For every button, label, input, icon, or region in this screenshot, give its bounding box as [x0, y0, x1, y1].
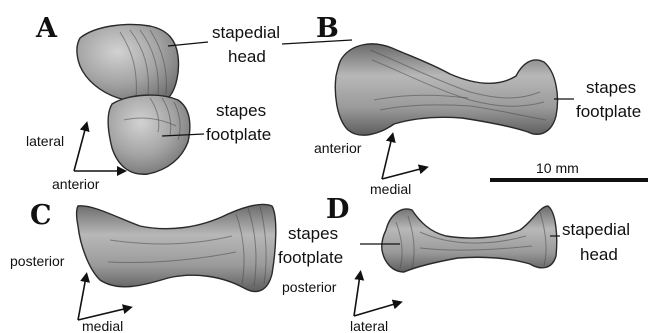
- panel-a-axis-anterior: anterior: [52, 176, 100, 192]
- panel-b-axis-medial: medial: [370, 181, 411, 197]
- panel-c-footplate-label: stapes footplate: [278, 224, 343, 267]
- panel-c-letter: C: [30, 200, 52, 231]
- panel-d-orientation-axes: posterior lateral: [282, 275, 398, 333]
- panel-c-stapes-shape: [77, 204, 276, 291]
- scale-bar-label: 10 mm: [536, 160, 579, 176]
- scale-bar-line: [490, 178, 648, 182]
- panel-d-letter: D: [326, 194, 349, 225]
- panel-b-stapes-shape: [335, 44, 557, 135]
- panel-c-axis-posterior: posterior: [10, 253, 65, 269]
- panel-a-letter: A: [35, 13, 58, 44]
- panel-c-axis-medial: medial: [82, 318, 123, 333]
- scale-bar: 10 mm: [490, 160, 648, 182]
- panel-b-letter: B: [316, 13, 339, 44]
- panel-b-orientation-axes: anterior medial: [314, 137, 424, 197]
- panel-c: C stapes footplate posterior medial: [10, 200, 343, 333]
- panel-a-orientation-axes: lateral anterior: [26, 126, 122, 192]
- panel-d-axis-lateral: lateral: [350, 318, 388, 333]
- panel-a-head-label: stapedial head: [212, 23, 285, 66]
- panel-d-head-label: stapedial head: [562, 220, 635, 264]
- panel-a-axis-lateral: lateral: [26, 133, 64, 149]
- panel-b-footplate-label: stapes footplate: [576, 78, 641, 121]
- panel-a-footplate-label: stapes footplate: [206, 101, 271, 144]
- panel-d-stapes-shape: [382, 206, 557, 272]
- panel-a: A stapedial head stapes footplate: [26, 13, 285, 192]
- panel-b-axis-anterior: anterior: [314, 140, 362, 156]
- panel-a-stapedial-head-shape: [77, 25, 179, 103]
- panel-b: B stapes footplate anterior medial 10 mm: [282, 13, 648, 197]
- panel-d-axis-posterior: posterior: [282, 279, 337, 295]
